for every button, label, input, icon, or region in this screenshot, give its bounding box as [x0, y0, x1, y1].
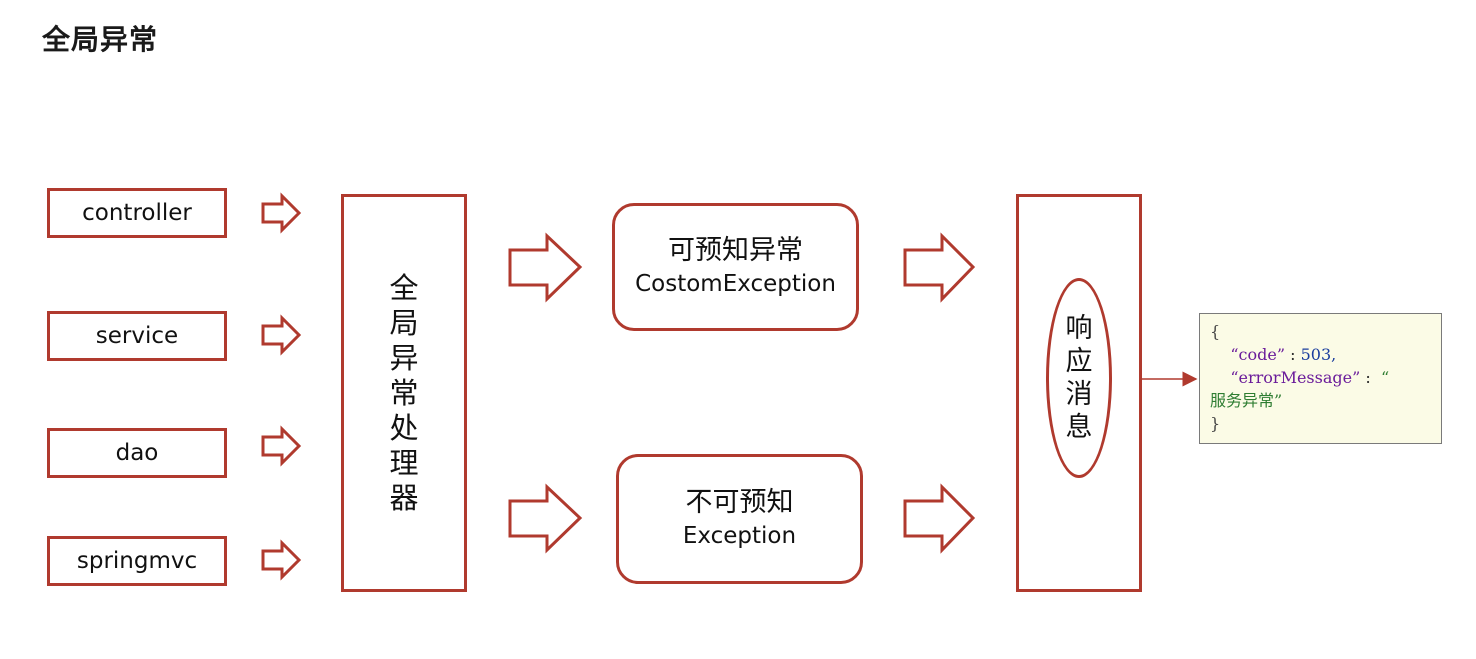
unexpected-exception-box: 不可预知 Exception: [616, 454, 863, 584]
layer-arrow-controller: [261, 192, 302, 234]
handler-char: 理: [389, 445, 419, 480]
json-msg-sep: :: [1365, 368, 1371, 387]
handler-char: 局: [389, 305, 419, 340]
response-char: 响: [1065, 313, 1093, 344]
expected-exception-box: 可预知异常 CostomException: [612, 203, 859, 331]
global-exception-handler-box: 全 局 异 常 处 理 器: [341, 194, 467, 592]
expected-exception-cn: 可预知异常: [668, 235, 803, 266]
layer-arrow-dao: [261, 425, 302, 467]
layer-arrow-springmvc: [261, 539, 302, 581]
response-char: 息: [1065, 412, 1093, 443]
unexpected-exception-en: Exception: [682, 523, 797, 549]
json-msg-key: “errorMessage”: [1230, 368, 1361, 387]
layer-springmvc-box: springmvc: [47, 536, 227, 586]
handler-char: 常: [389, 375, 419, 410]
layer-arrow-service: [261, 314, 302, 356]
json-response-sample: { “code” : 503, “errorMessage” : “ 服务异常”…: [1199, 313, 1442, 444]
layer-controller-box: controller: [47, 188, 227, 238]
expected-to-response-arrow: [903, 232, 976, 303]
expected-exception-en: CostomException: [635, 271, 836, 297]
layer-service-box: service: [47, 311, 227, 361]
layer-controller-label: controller: [82, 200, 192, 226]
json-code-value: 503,: [1300, 345, 1337, 364]
json-msg-line: “errorMessage” : “: [1210, 366, 1431, 389]
response-char: 应: [1065, 346, 1093, 377]
page-title: 全局异常: [42, 23, 159, 56]
unexpected-exception-cn: 不可预知: [685, 487, 794, 518]
response-message-oval: 响 应 消 息: [1046, 278, 1112, 478]
unexpected-to-response-arrow: [903, 483, 976, 554]
handler-to-unexpected-arrow: [508, 483, 583, 554]
json-msg-open-quote: “: [1380, 368, 1390, 387]
handler-char: 器: [389, 480, 419, 515]
json-open-brace: {: [1210, 322, 1221, 341]
json-code-sep: :: [1290, 345, 1296, 364]
layer-dao-box: dao: [47, 428, 227, 478]
json-msg-value: 服务异常”: [1210, 391, 1283, 410]
handler-char: 异: [389, 340, 419, 375]
layer-dao-label: dao: [115, 440, 159, 466]
handler-char: 处: [389, 410, 419, 445]
handler-to-expected-arrow: [508, 232, 583, 303]
handler-char: 全: [389, 270, 419, 305]
json-code-key: “code”: [1230, 345, 1286, 364]
layer-service-label: service: [95, 323, 179, 349]
json-code-line: “code” : 503,: [1210, 343, 1431, 366]
json-close-brace: }: [1210, 414, 1221, 433]
response-char: 消: [1065, 379, 1093, 410]
layer-springmvc-label: springmvc: [76, 548, 198, 574]
